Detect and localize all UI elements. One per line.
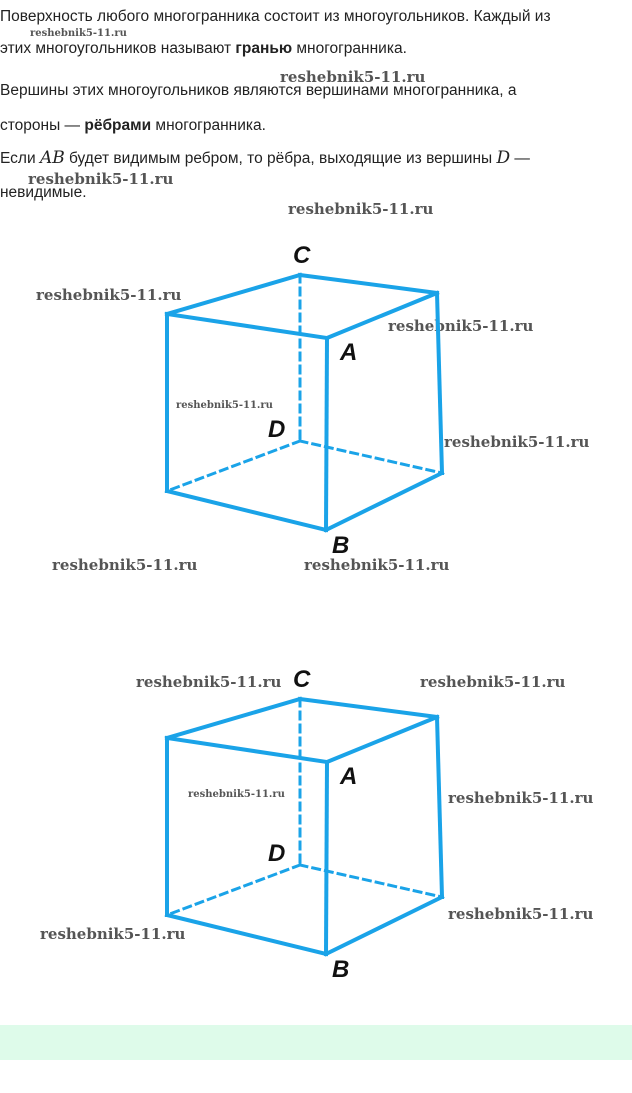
watermark: reshebnik5-11.ru [444,433,590,451]
math-d: D [496,148,511,168]
edge-tl-A [164,311,330,341]
edge-B-br [323,894,445,957]
edge-C-tl [164,696,303,741]
watermark: reshebnik5-11.ru [28,170,174,188]
watermark: reshebnik5-11.ru [188,789,285,800]
vertex-label-a: A [339,339,357,366]
hidden-edge-D-br [298,863,444,899]
edge-bl-B [164,912,329,957]
watermark: reshebnik5-11.ru [176,400,273,411]
watermark: reshebnik5-11.ru [288,200,434,218]
watermark: reshebnik5-11.ru [30,28,127,39]
vertex-label-d: D [268,416,285,443]
paragraph-3-line-1: Если AB будет видимым ребром, то рёбра, … [0,148,530,168]
vertex-label-c: C [293,666,311,693]
cube-figure-1: C A D B [164,242,445,559]
text: стороны — [0,117,85,134]
watermark: reshebnik5-11.ru [136,673,282,691]
watermark: reshebnik5-11.ru [40,925,186,943]
cube-figures: C A D B C A D B [164,242,445,983]
hidden-edge-D-bl [165,863,302,917]
vertex-label-d: D [268,840,285,867]
vertex-label-b: B [332,956,349,983]
text: Если [0,150,40,167]
edge-tr-br [434,290,445,476]
paragraph-3-line-2: невидимые. [0,184,87,201]
edge-tr-C [297,272,440,296]
paragraph-1-line-2: этих многоугольников называют гранью мно… [0,40,407,58]
term-face: гранью [235,40,293,57]
edge-C-tl [164,272,303,317]
hidden-edge-D-bl [165,439,302,493]
watermark: reshebnik5-11.ru [52,556,198,574]
text: многогранника. [292,40,407,57]
vertex-label-b: B [332,532,349,559]
edge-tr-C [297,696,440,720]
watermark: reshebnik5-11.ru [36,286,182,304]
watermark: reshebnik5-11.ru [448,789,594,807]
watermark: reshebnik5-11.ru [388,317,534,335]
edge-A-tr [324,714,440,765]
cube-figure-2: C A D B [164,666,445,983]
edge-tr-br [434,714,445,900]
edge-tl-A [164,735,330,765]
text: этих многоугольников называют [0,40,236,57]
hidden-edge-D-br [298,439,444,475]
edge-A-B [323,335,330,533]
vertex-label-a: A [339,763,357,790]
watermark: reshebnik5-11.ru [304,556,450,574]
edge-bl-B [164,488,329,533]
text: многогранника. [151,117,266,134]
edge-A-B [323,759,330,957]
vertex-label-c: C [293,242,311,269]
edge-A-tr [324,290,440,341]
watermark: reshebnik5-11.ru [420,673,566,691]
answer-bar [0,1025,632,1060]
math-ab: AB [39,148,65,168]
watermark: reshebnik5-11.ru [448,905,594,923]
paragraph-2-line-2: стороны — рёбрами многогранника. [0,117,266,135]
watermark: reshebnik5-11.ru [280,68,426,86]
text: — [510,150,530,167]
term-edges: рёбрами [84,117,152,134]
paragraph-2-line-1: Вершины этих многоугольников являются ве… [0,82,517,99]
text: будет видимым ребром, то рёбра, выходящи… [64,150,497,167]
edge-B-br [323,470,445,533]
paragraph-1-line-1: Поверхность любого многогранника состоит… [0,8,551,25]
